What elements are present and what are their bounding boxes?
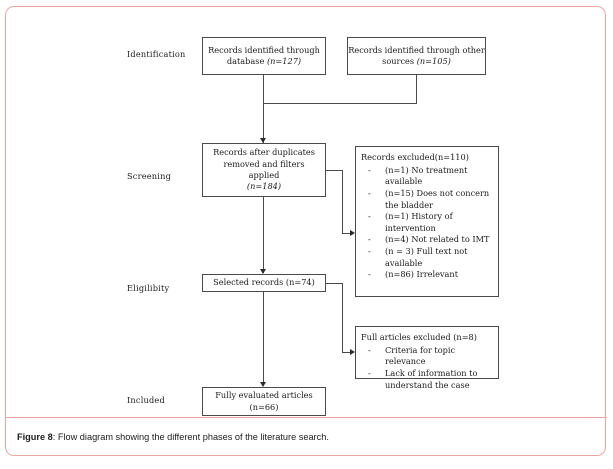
arrow-into-selected-records <box>260 269 266 274</box>
phase-label-eligibility: Eligilibity <box>127 283 170 293</box>
arrow-into-full-articles-excluded-box <box>350 349 355 355</box>
connector-selected-to-fullexcl-h1 <box>326 283 342 284</box>
list-item: Lack of information to understand the ca… <box>361 368 493 391</box>
list-item: Criteria for topic relevance <box>361 345 493 368</box>
list-item: (n = 3) Full text not available <box>361 246 493 269</box>
box-fully-evaluated-articles: Fully evaluated articles (n=66) <box>202 387 326 416</box>
connector-merge-horizontal <box>263 103 417 104</box>
list-item: (n=4) Not related to IMT <box>361 234 493 246</box>
connector-screening-to-excluded-h2 <box>342 233 350 234</box>
list-item: (n=86) Irrelevant <box>361 269 493 281</box>
phase-label-identification: Identification <box>127 49 186 59</box>
connector-box1-down <box>263 75 264 143</box>
flow-diagram: Identification Screening Eligilibity Inc… <box>6 7 607 419</box>
box-records-identified-database: Records identified through database (n=1… <box>202 37 326 75</box>
box-line-1: Records identified through other <box>348 44 485 55</box>
figure-frame: Identification Screening Eligilibity Inc… <box>5 6 607 456</box>
phase-label-included: Included <box>127 395 165 405</box>
list-item: (n=1) No treatment available <box>361 165 493 188</box>
full-articles-excluded-list: Criteria for topic relevance Lack of inf… <box>361 345 493 392</box>
box-full-articles-excluded: Full articles excluded (n=8) Criteria fo… <box>355 326 499 390</box>
connector-screening-to-excluded-v <box>342 170 343 233</box>
box-records-excluded: Records excluded(n=110) (n=1) No treatme… <box>355 146 499 297</box>
box-line-2: database (n=127) <box>227 56 301 67</box>
list-item: (n=15) Does not concern the bladder <box>361 188 493 211</box>
box-line-4-count: (n=184) <box>246 181 282 192</box>
connector-selected-to-fullexcl-v <box>342 283 343 352</box>
connector-selected-to-fullexcl-h2 <box>342 352 350 353</box>
box-selected-records: Selected records (n=74) <box>202 274 326 292</box>
full-articles-excluded-heading: Full articles excluded (n=8) <box>361 332 477 342</box>
box-line-2-text: sources <box>382 56 417 66</box>
excluded-heading: Records excluded(n=110) <box>361 152 469 162</box>
box-line-3: applied <box>248 170 280 180</box>
figure-caption-label: Figure 8 <box>17 431 53 442</box>
figure-caption-body: Flow diagram showing the different phase… <box>57 431 329 442</box>
box-line-1: Records identified through <box>208 44 320 55</box>
connector-screening-to-excluded-h1 <box>326 170 342 171</box>
box-line-2: removed and filters <box>223 158 305 169</box>
figure-caption: Figure 8: Flow diagram showing the diffe… <box>6 432 329 442</box>
box-line-2: (n=66) <box>249 401 279 412</box>
box-line-1: Fully evaluated articles <box>215 390 313 401</box>
list-item: (n=1) History of intervention <box>361 211 493 234</box>
connector-box2-down <box>416 75 417 103</box>
box-line-1: Selected records (n=74) <box>213 277 315 288</box>
connector-screening-down <box>263 197 264 273</box>
phase-label-screening: Screening <box>127 171 172 181</box>
box-line-2-count: (n=105) <box>416 56 451 66</box>
box-records-identified-other: Records identified through other sources… <box>347 37 486 75</box>
box-line-2-count: (n=127) <box>266 56 302 66</box>
figure-caption-bar: Figure 8: Flow diagram showing the diffe… <box>6 417 607 455</box>
arrow-into-screening-box <box>260 138 266 143</box>
box-line-1: Records after duplicates <box>213 147 315 158</box>
box-line-2-text: database <box>226 56 267 66</box>
figure-caption-separator: : <box>52 431 58 442</box>
arrow-into-excluded-records-box <box>350 230 355 236</box>
connector-selected-down <box>263 292 264 386</box>
excluded-records-list: (n=1) No treatment available (n=15) Does… <box>361 165 493 281</box>
box-records-after-duplicates: Records after duplicates removed and fil… <box>202 143 326 197</box>
box-line-2: sources (n=105) <box>382 56 451 67</box>
arrow-into-fully-evaluated <box>260 382 266 387</box>
